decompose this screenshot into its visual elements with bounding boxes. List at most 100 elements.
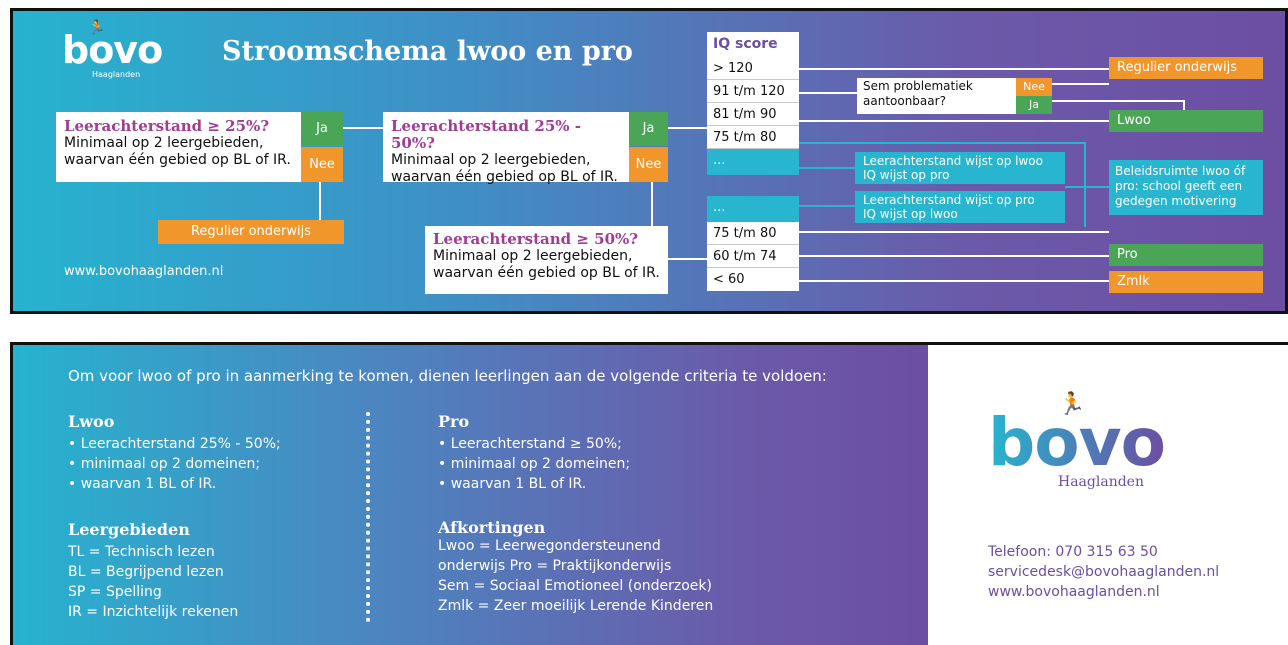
bovo-logo-sub: Haaglanden	[1058, 474, 1144, 490]
connector-sem-ja	[1052, 100, 1184, 102]
outcome-pro: Pro	[1109, 244, 1263, 266]
decision-title: Leerachterstand ≥ 25%?	[64, 117, 270, 135]
website-link[interactable]: www.bovohaaglanden.nl	[988, 584, 1160, 600]
decision-line: Minimaal op 2 leergebieden,	[391, 152, 591, 168]
list-item: SP = Spelling	[68, 584, 162, 600]
contact-info: Telefoon: 070 315 63 50 servicedesk@bovo…	[988, 542, 1219, 602]
connector-ja1	[343, 127, 383, 129]
connector-sem-nee	[1052, 83, 1109, 85]
decision-line: waarvan één gebied op BL of IR.	[391, 169, 618, 185]
beleid-line: Beleidsruimte lwoo óf	[1115, 164, 1246, 178]
nee-tag: Nee	[629, 147, 668, 182]
leergebieden-list: TL = Technisch lezen BL = Begrijpend lez…	[68, 542, 238, 622]
lwoo-heading: Lwoo	[68, 412, 115, 431]
email-link[interactable]: servicedesk@bovohaaglanden.nl	[988, 564, 1220, 580]
list-item: • waarvan 1 BL of IR.	[68, 476, 217, 492]
nee-tag: Nee	[301, 147, 343, 182]
iq-row: 75 t/m 80	[707, 126, 799, 149]
iq-row: 81 t/m 90	[707, 103, 799, 126]
sem-box: Sem problematiek aantoonbaar?	[857, 78, 1016, 114]
list-item: • Leerachterstand 25% - 50%;	[68, 436, 281, 452]
list-item: TL = Technisch lezen	[68, 544, 215, 560]
connector-cyan2	[799, 205, 855, 207]
decision-box-25: Leerachterstand ≥ 25%? Minimaal op 2 lee…	[56, 112, 301, 182]
decision-line: waarvan één gebied op BL of IR.	[64, 152, 291, 168]
sem-line: Sem problematiek	[863, 79, 973, 93]
afkortingen-heading: Afkortingen	[438, 518, 546, 537]
bovo-logo-large: bovo	[988, 404, 1166, 481]
beleidsruimte-box: Beleidsruimte lwoo óf pro: school geeft …	[1109, 160, 1263, 215]
list-item: • Leerachterstand ≥ 50%;	[438, 436, 622, 452]
connector-cyan1	[799, 167, 855, 169]
connector-91-120	[799, 92, 857, 94]
pro-heading: Pro	[438, 412, 470, 431]
decision-title: Leerachterstand ≥ 50%?	[433, 230, 639, 248]
list-item: • minimaal op 2 domeinen;	[438, 456, 631, 472]
sem-ja-tag: Ja	[1016, 96, 1052, 114]
iq-row: < 60	[707, 268, 799, 291]
ja-tag: Ja	[301, 112, 343, 146]
page-title: Stroomschema lwoo en pro	[222, 36, 633, 67]
connector-cyan-v	[1084, 142, 1086, 227]
connector-lt60	[799, 280, 1109, 282]
bovo-logo-sub: Haaglanden	[92, 70, 141, 79]
sem-nee-tag: Nee	[1016, 78, 1052, 96]
iq-table-top: IQ score > 120 91 t/m 120 81 t/m 90 75 t…	[707, 32, 799, 175]
mismatch-box-1: Leerachterstand wijst op lwoo IQ wijst o…	[855, 152, 1065, 184]
criteria-panel	[10, 342, 928, 645]
list-item: • waarvan 1 BL of IR.	[438, 476, 587, 492]
leergebieden-heading: Leergebieden	[68, 520, 190, 539]
iq-row: 91 t/m 120	[707, 80, 799, 103]
connector-beleid	[1065, 186, 1109, 188]
sem-line: aantoonbaar?	[863, 94, 946, 108]
connector-ja2	[668, 127, 708, 129]
runners-icon: 🏃	[88, 20, 106, 36]
connector-60-74	[799, 255, 1109, 257]
decision-box-50: Leerachterstand ≥ 50%? Minimaal op 2 lee…	[425, 226, 668, 294]
iq-row: ...	[707, 149, 799, 175]
website-link[interactable]: www.bovohaaglanden.nl	[64, 264, 224, 279]
decision-box-25-50: Leerachterstand 25% - 50%? Minimaal op 2…	[383, 112, 629, 185]
mismatch-line: Leerachterstand wijst op lwoo	[863, 154, 1043, 168]
mismatch-box-2: Leerachterstand wijst op pro IQ wijst op…	[855, 191, 1065, 223]
afkortingen-list: Lwoo = Leerwegondersteunend onderwijs Pr…	[438, 536, 713, 616]
lwoo-list: • Leerachterstand 25% - 50%; • minimaal …	[68, 434, 281, 494]
iq-table-bottom: ... 75 t/m 80 60 t/m 74 < 60	[707, 196, 799, 291]
iq-title: IQ score	[713, 36, 778, 52]
decision-line: waarvan één gebied op BL of IR.	[433, 265, 660, 281]
mismatch-line: Leerachterstand wijst op pro	[863, 193, 1035, 207]
connector-box3	[668, 258, 708, 260]
divider	[928, 342, 1288, 345]
outcome-lwoo: Lwoo	[1109, 110, 1263, 132]
bovo-logo: bovo	[62, 28, 163, 72]
criteria-intro: Om voor lwoo of pro in aanmerking te kom…	[68, 367, 827, 385]
iq-row: > 120	[707, 57, 799, 80]
list-item: Zmlk = Zeer moeilijk Lerende Kinderen	[438, 598, 714, 614]
pro-list: • Leerachterstand ≥ 50%; • minimaal op 2…	[438, 434, 630, 494]
decision-line: Minimaal op 2 leergebieden,	[64, 135, 264, 151]
mismatch-line: IQ wijst op lwoo	[863, 207, 958, 221]
beleid-line: gedegen motivering	[1115, 194, 1237, 208]
connector-nee1	[319, 181, 321, 221]
dotted-divider	[366, 412, 370, 622]
connector-cyan-top	[799, 142, 1084, 144]
iq-row: 75 t/m 80	[707, 222, 799, 245]
connector-81-90	[799, 120, 1109, 122]
decision-title: Leerachterstand 25% - 50%?	[391, 117, 581, 152]
list-item: • minimaal op 2 domeinen;	[68, 456, 261, 472]
list-item: Lwoo = Leerwegondersteunend	[438, 538, 661, 554]
outcome-zmlk: Zmlk	[1109, 271, 1263, 293]
connector-nee2	[651, 181, 653, 227]
connector-75-80	[799, 231, 1109, 233]
list-item: onderwijs Pro = Praktijkonderwijs	[438, 558, 672, 574]
mismatch-line: IQ wijst op pro	[863, 168, 950, 182]
iq-row: ...	[707, 196, 799, 222]
runners-icon: 🏃	[1058, 392, 1086, 417]
decision-line: Minimaal op 2 leergebieden,	[433, 248, 633, 264]
iq-row: 60 t/m 74	[707, 245, 799, 268]
list-item: Sem = Sociaal Emotioneel (onderzoek)	[438, 578, 712, 594]
list-item: BL = Begrijpend lezen	[68, 564, 224, 580]
connector-gt120	[799, 68, 1109, 70]
phone-text: Telefoon: 070 315 63 50	[988, 544, 1158, 560]
beleid-line: pro: school geeft een	[1115, 179, 1243, 193]
